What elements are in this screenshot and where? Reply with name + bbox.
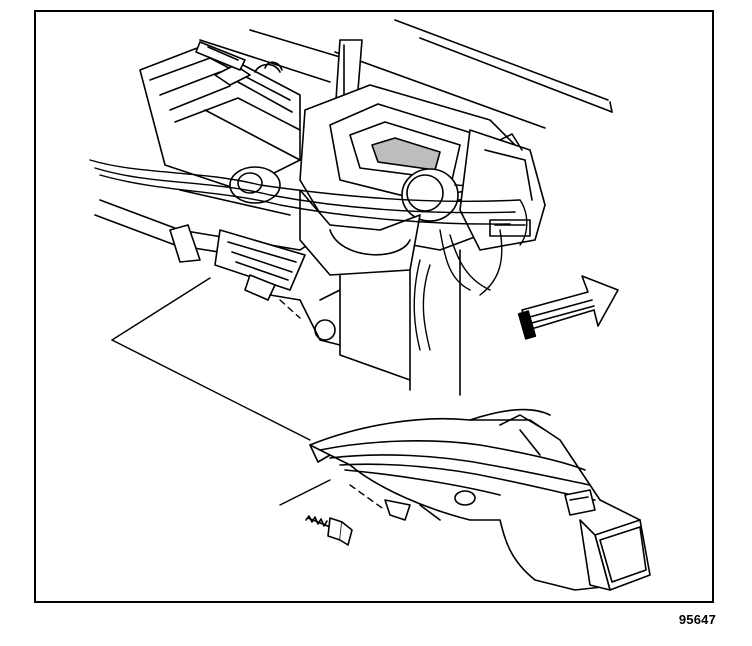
direction-arrow-icon — [517, 275, 619, 340]
instrument-panel-assembly — [94, 19, 613, 396]
screw-fastener — [305, 515, 353, 546]
leader-lines — [111, 277, 386, 511]
air-duct-part — [309, 408, 651, 591]
wiring-harness — [89, 159, 528, 351]
figure-number: 95647 — [678, 612, 716, 627]
